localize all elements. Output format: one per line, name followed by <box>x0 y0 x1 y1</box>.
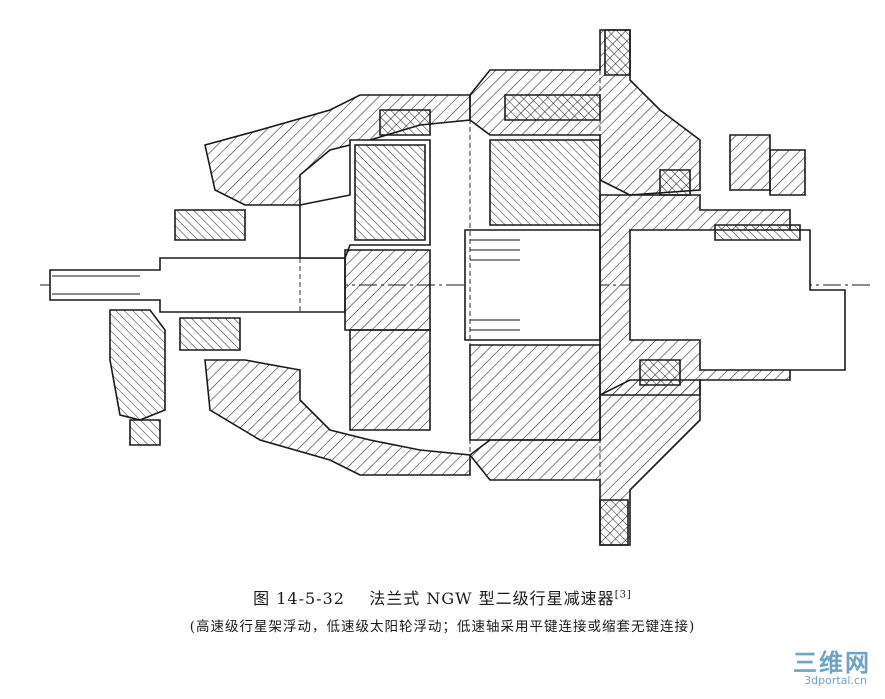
figure-reference: [3] <box>614 589 632 601</box>
low-speed-sun-gear <box>464 229 601 341</box>
input-end-cover <box>109 309 166 421</box>
output-coupling-right <box>769 149 806 196</box>
low-speed-planet-upper <box>489 139 601 226</box>
input-cover-bolt <box>129 419 161 446</box>
low-speed-planet-lower <box>469 344 601 441</box>
input-bearing-lower <box>179 317 241 351</box>
low-speed-sun-teeth <box>470 239 520 331</box>
output-coupling <box>729 134 771 191</box>
high-speed-housing-lower <box>204 359 471 476</box>
hidden-outline <box>299 70 601 545</box>
input-shaft <box>49 257 346 313</box>
watermark-logo: 三维网 <box>793 649 871 677</box>
high-speed-sun-gear <box>344 249 431 331</box>
output-bearing-lower <box>639 359 681 386</box>
output-shaft-key <box>714 224 801 241</box>
figure-title: 法兰式 NGW 型二级行星减速器 <box>369 589 615 608</box>
flange-bolt-bottom <box>599 499 629 546</box>
low-speed-ring-upper <box>504 94 601 121</box>
flange-bolt-top <box>604 29 631 76</box>
output-shaft <box>629 229 846 371</box>
figure-number: 图 14-5-32 <box>253 589 345 608</box>
watermark-url: 3dportal.cn <box>804 674 867 687</box>
figure-caption-subtitle: (高速级行星架浮动，低速级太阳轮浮动；低速轴采用平键连接或缩套无键连接) <box>189 619 696 635</box>
input-bearing-upper <box>174 209 246 241</box>
high-speed-planet-bearing <box>379 109 431 136</box>
output-bearing <box>659 169 691 196</box>
high-speed-planet-gear <box>354 144 426 241</box>
high-speed-lower-planet <box>349 329 431 431</box>
figure-caption-title: 图 14-5-32 法兰式 NGW 型二级行星减速器[3] <box>0 585 885 609</box>
input-keyway <box>52 275 140 295</box>
